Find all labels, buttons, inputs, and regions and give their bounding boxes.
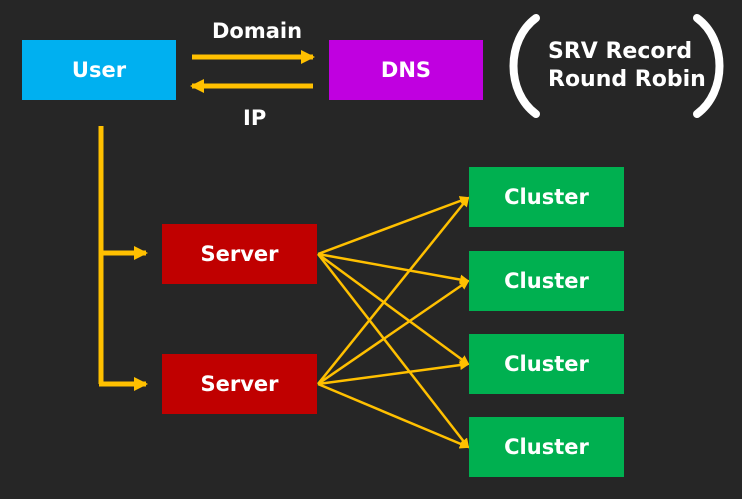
server-2-to-cluster-1-arrow: [317, 196, 470, 385]
ip-label: IP: [243, 106, 267, 130]
server-2-to-cluster-3-arrow: [317, 360, 470, 386]
dns-node: DNS: [329, 40, 483, 100]
cluster-node-4: Cluster: [469, 417, 624, 477]
note-line-round-robin: Round Robin: [548, 67, 706, 92]
note-right-parenthesis: [693, 14, 724, 118]
server-1-to-cluster-1-arrow: [317, 196, 470, 256]
server-node-2: Server: [162, 354, 317, 414]
dns-note: SRV Record Round Robin: [548, 38, 706, 94]
domain-label: Domain: [212, 19, 303, 43]
server-2-to-cluster-4-arrow: [317, 382, 470, 449]
user-node: User: [22, 40, 176, 100]
note-left-parenthesis: [509, 14, 540, 118]
server-2-to-cluster-2-arrow: [317, 279, 470, 386]
server-1-to-cluster-2-arrow: [317, 252, 470, 285]
cluster-node-2: Cluster: [469, 251, 624, 311]
server-node-1: Server: [162, 224, 317, 284]
server-1-to-cluster-4-arrow: [317, 253, 470, 449]
server-1-to-cluster-3-arrow: [317, 252, 470, 366]
cluster-node-1: Cluster: [469, 167, 624, 227]
cluster-node-3: Cluster: [469, 334, 624, 394]
note-line-srv-record: SRV Record: [548, 39, 693, 64]
